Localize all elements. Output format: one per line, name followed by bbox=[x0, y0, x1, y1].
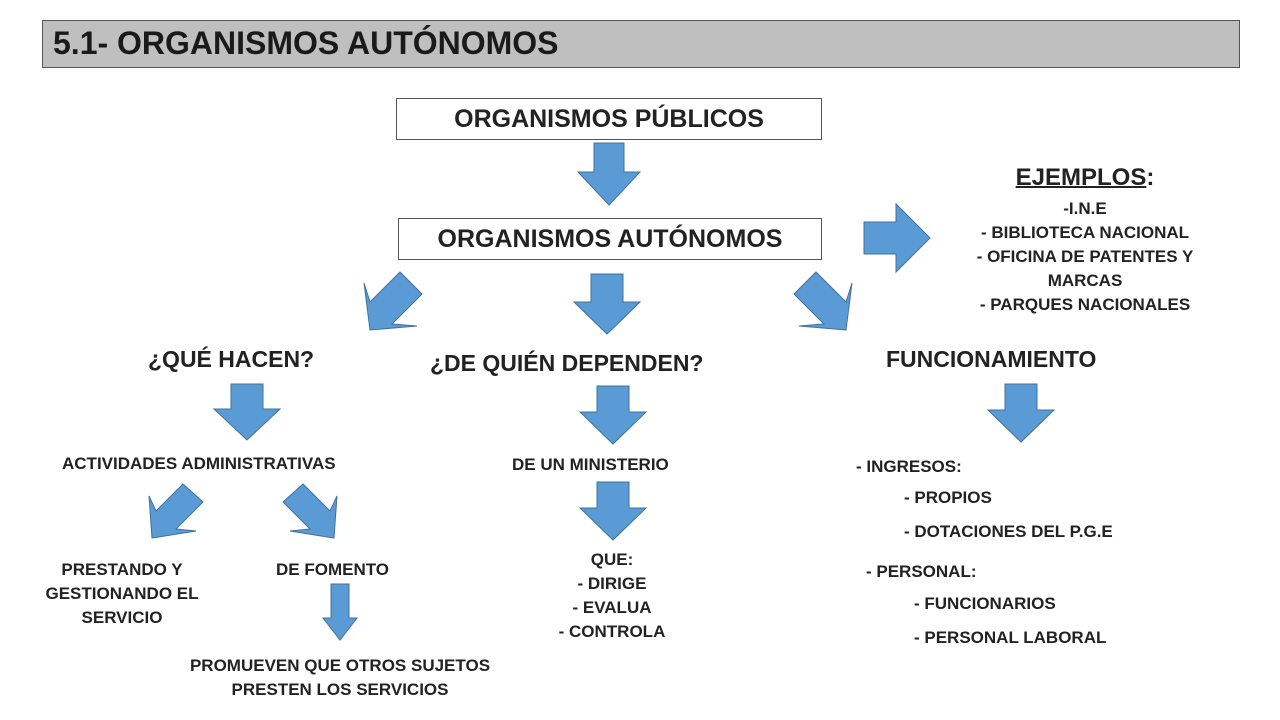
text-propios: - PROPIOS bbox=[904, 488, 992, 507]
text-personal-laboral: - PERSONAL LABORAL bbox=[914, 628, 1107, 647]
prestando-line: PRESTANDO Y bbox=[61, 560, 183, 579]
ejemplo-item: - OFICINA DE PATENTES Y bbox=[976, 247, 1194, 266]
arrow-down-icon bbox=[572, 273, 642, 335]
text-prestando: PRESTANDO Y GESTIONANDO EL SERVICIO bbox=[12, 558, 232, 630]
box-organismos-autonomos: ORGANISMOS AUTÓNOMOS bbox=[398, 218, 822, 260]
box-organismos-publicos: ORGANISMOS PÚBLICOS bbox=[396, 98, 822, 140]
arrow-right-icon bbox=[863, 202, 931, 274]
text-funcionarios: - FUNCIONARIOS bbox=[914, 594, 1056, 613]
arrow-down-icon bbox=[576, 142, 642, 206]
ejemplo-item: MARCAS bbox=[1047, 271, 1123, 290]
ejemplos-title: EJEMPLOS bbox=[1015, 164, 1147, 191]
text-actividades: ACTIVIDADES ADMINISTRATIVAS bbox=[62, 454, 336, 473]
text-que: QUE: - DIRIGE - EVALUA - CONTROLA bbox=[512, 548, 712, 644]
arrow-down-icon bbox=[578, 481, 648, 541]
page-title: 5.1- ORGANISMOS AUTÓNOMOS bbox=[53, 25, 559, 61]
text-ministerio: DE UN MINISTERIO bbox=[512, 455, 669, 474]
que-line: - EVALUA bbox=[572, 598, 652, 617]
arrow-down-right-icon bbox=[282, 483, 338, 539]
heading-que-hacen: ¿QUÉ HACEN? bbox=[148, 346, 315, 372]
ejemplo-item: -I.N.E bbox=[1063, 199, 1107, 218]
arrow-down-icon bbox=[986, 383, 1056, 443]
text-personal: - PERSONAL: bbox=[866, 562, 977, 581]
ejemplo-item: - PARQUES NACIONALES bbox=[979, 295, 1191, 314]
arrow-down-right-icon bbox=[793, 271, 853, 331]
text-fomento: DE FOMENTO bbox=[276, 560, 390, 579]
heading-funcionamiento: FUNCIONAMIENTO bbox=[886, 346, 1097, 372]
heading-de-quien: ¿DE QUIÉN DEPENDEN? bbox=[430, 350, 704, 376]
ejemplos-colon: : bbox=[1146, 164, 1155, 191]
arrow-down-left-icon bbox=[148, 483, 204, 539]
prestando-line: GESTIONANDO EL bbox=[45, 584, 199, 603]
que-line: - DIRIGE bbox=[577, 574, 647, 593]
ejemplo-item: - BIBLIOTECA NACIONAL bbox=[980, 223, 1190, 242]
ejemplos-block: EJEMPLOS: -I.N.E - BIBLIOTECA NACIONAL -… bbox=[920, 162, 1250, 317]
text-dotaciones: - DOTACIONES DEL P.G.E bbox=[904, 522, 1113, 541]
text-promueven: PROMUEVEN QUE OTROS SUJETOS PRESTEN LOS … bbox=[120, 654, 560, 702]
arrow-down-icon bbox=[578, 385, 648, 445]
que-line: - CONTROLA bbox=[558, 622, 666, 641]
prestando-line: SERVICIO bbox=[81, 608, 163, 627]
promueven-line: PROMUEVEN QUE OTROS SUJETOS bbox=[189, 656, 491, 675]
arrow-down-icon bbox=[212, 383, 282, 441]
arrow-down-left-icon bbox=[363, 271, 423, 331]
que-line: QUE: bbox=[590, 550, 634, 569]
arrow-down-icon bbox=[321, 583, 359, 641]
text-ingresos: - INGRESOS: bbox=[856, 457, 962, 476]
promueven-line: PRESTEN LOS SERVICIOS bbox=[231, 680, 449, 699]
title-bar: 5.1- ORGANISMOS AUTÓNOMOS bbox=[42, 20, 1240, 68]
